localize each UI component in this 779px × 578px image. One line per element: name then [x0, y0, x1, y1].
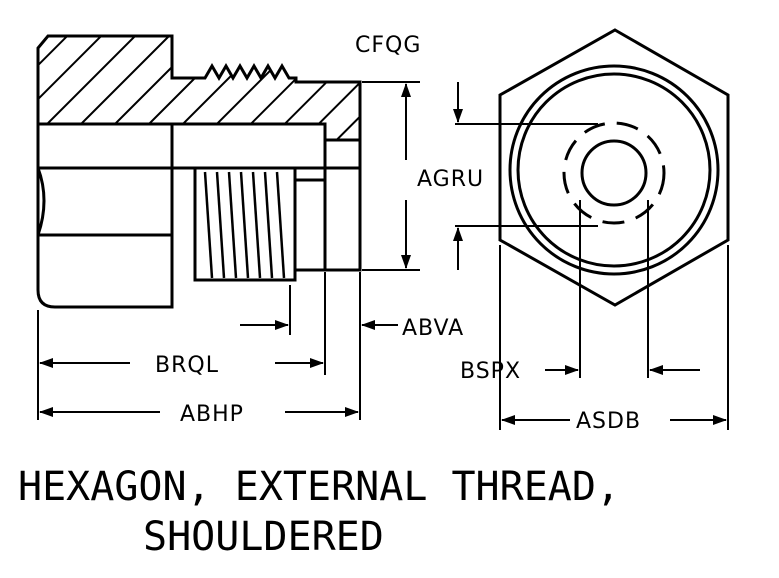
- label-brql: BRQL: [155, 353, 219, 378]
- thread-dashed-circle: [562, 121, 666, 225]
- label-abva: ABVA: [402, 316, 464, 341]
- caption-line-2: SHOULDERED: [143, 514, 384, 560]
- second-circle: [516, 72, 712, 268]
- hatched-section: [36, 34, 362, 142]
- label-abhp: ABHP: [180, 402, 244, 427]
- dimension-lines-side: [39, 83, 411, 417]
- thread-body: [193, 166, 297, 282]
- hex-head-lower: [36, 124, 174, 309]
- outer-circle: [508, 64, 720, 276]
- thread-lines: [203, 171, 286, 279]
- dimension-lines-end: [453, 82, 727, 425]
- hex-end-view: [455, 28, 730, 430]
- hexagon-outline: [498, 28, 730, 307]
- label-cfqg: CFQG: [355, 33, 421, 58]
- side-section-view: [36, 34, 420, 420]
- label-agru: AGRU: [417, 167, 484, 192]
- bore-circle: [580, 139, 648, 207]
- label-bspx: BSPX: [460, 359, 521, 384]
- caption-line-1: HEXAGON, EXTERNAL THREAD,: [18, 464, 620, 510]
- label-asdb: ASDB: [576, 409, 641, 434]
